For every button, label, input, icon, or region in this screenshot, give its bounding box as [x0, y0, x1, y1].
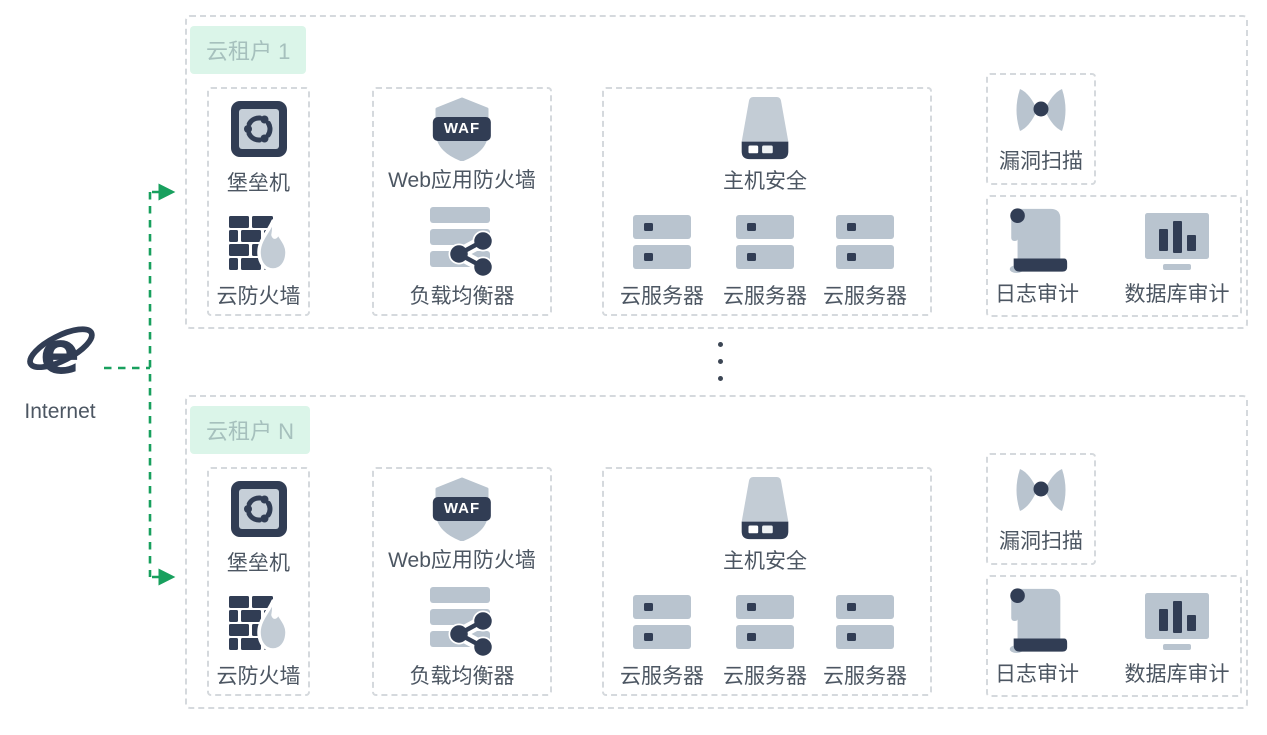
- db-audit-node: 数据库审计: [1112, 213, 1242, 307]
- cloud-firewall-node: 云防火墙: [207, 215, 310, 309]
- tenant-n-title: 云租户 N: [190, 406, 311, 454]
- cloud-server-label: 云服务器: [823, 285, 907, 308]
- log-scroll-icon: [1005, 205, 1069, 275]
- internet-label: Internet: [24, 400, 96, 423]
- waf-badge: WAF: [432, 117, 492, 141]
- waf-lb-group: [372, 467, 552, 696]
- internet-explorer-icon: [22, 316, 98, 388]
- load-balancer-icon: [428, 207, 496, 277]
- vuln-scan-node: 漏洞扫描: [986, 84, 1096, 174]
- bastion-label: 堡垒机: [227, 172, 290, 195]
- host-security-node: 主机安全: [680, 95, 850, 194]
- audit-group: [986, 195, 1242, 317]
- host-security-label: 主机安全: [723, 550, 807, 573]
- waf-label: Web应用防火墙: [388, 549, 536, 572]
- log-audit-node: 日志审计: [986, 205, 1088, 307]
- cloud-server-label: 云服务器: [723, 285, 807, 308]
- vulnerability-scan-icon: [1013, 84, 1069, 136]
- host-security-group: [602, 87, 932, 316]
- cloud-server-label: 云服务器: [620, 665, 704, 688]
- vuln-scan-node: 漏洞扫描: [986, 464, 1096, 554]
- host-security-node: 主机安全: [680, 475, 850, 574]
- bastion-label: 堡垒机: [227, 552, 290, 575]
- host-security-icon: [738, 95, 792, 163]
- more-tenants-ellipsis: [718, 342, 723, 381]
- cloud-server-node: 云服务器: [713, 215, 817, 309]
- tenant-1-box: 云租户 1 堡垒机 云防火墙 WAF Web应用防火墙 负载均衡器 主机安全: [185, 15, 1248, 329]
- log-audit-label: 日志审计: [995, 283, 1079, 306]
- cloud-server-icon: [836, 595, 894, 649]
- load-balancer-node: 负载均衡器: [372, 587, 552, 689]
- load-balancer-label: 负载均衡器: [409, 285, 515, 308]
- cloud-server-icon: [836, 215, 894, 269]
- cloud-server-label: 云服务器: [723, 665, 807, 688]
- bastion-host-icon: [231, 481, 287, 537]
- vulnerability-scan-icon: [1013, 464, 1069, 516]
- cloud-server-node: 云服务器: [713, 595, 817, 689]
- internet-node: Internet: [8, 316, 112, 424]
- cloud-server-icon: [633, 215, 691, 269]
- bastion-host-icon: [231, 101, 287, 157]
- log-scroll-icon: [1005, 585, 1069, 655]
- cloud-server-node: 云服务器: [813, 595, 917, 689]
- vuln-scan-label: 漏洞扫描: [999, 150, 1083, 173]
- waf-node: WAF Web应用防火墙: [372, 477, 552, 573]
- waf-lb-group: [372, 87, 552, 316]
- cloud-server-icon: [736, 215, 794, 269]
- db-audit-chart-icon: [1144, 213, 1210, 273]
- audit-group: [986, 575, 1242, 697]
- vuln-scan-group: [986, 73, 1096, 185]
- db-audit-node: 数据库审计: [1112, 593, 1242, 687]
- tenant-n-box: 云租户 N 堡垒机 云防火墙 WAF Web应用防火墙 负载均衡器 主机安全: [185, 395, 1248, 709]
- cloud-server-icon: [633, 595, 691, 649]
- waf-label: Web应用防火墙: [388, 169, 536, 192]
- host-security-label: 主机安全: [723, 170, 807, 193]
- vuln-scan-label: 漏洞扫描: [999, 530, 1083, 553]
- db-audit-label: 数据库审计: [1124, 663, 1230, 686]
- cloud-server-label: 云服务器: [620, 285, 704, 308]
- cloud-server-node: 云服务器: [813, 215, 917, 309]
- cloud-server-node: 云服务器: [610, 215, 714, 309]
- vuln-scan-group: [986, 453, 1096, 565]
- log-audit-node: 日志审计: [986, 585, 1088, 687]
- cloud-server-label: 云服务器: [823, 665, 907, 688]
- cloud-server-node: 云服务器: [610, 595, 714, 689]
- waf-badge: WAF: [432, 497, 492, 521]
- firewall-icon: [229, 215, 289, 273]
- cloud-firewall-node: 云防火墙: [207, 595, 310, 689]
- cloud-firewall-label: 云防火墙: [216, 665, 301, 688]
- host-security-icon: [738, 475, 792, 543]
- db-audit-label: 数据库审计: [1124, 283, 1230, 306]
- cloud-firewall-label: 云防火墙: [216, 285, 301, 308]
- load-balancer-node: 负载均衡器: [372, 207, 552, 309]
- log-audit-label: 日志审计: [995, 663, 1079, 686]
- load-balancer-icon: [428, 587, 496, 657]
- tenant-1-title: 云租户 1: [190, 26, 307, 74]
- bastion-firewall-group: [207, 467, 310, 696]
- waf-node: WAF Web应用防火墙: [372, 97, 552, 193]
- bastion-firewall-group: [207, 87, 310, 316]
- bastion-node: 堡垒机: [207, 101, 310, 196]
- firewall-icon: [229, 595, 289, 653]
- cloud-server-icon: [736, 595, 794, 649]
- db-audit-chart-icon: [1144, 593, 1210, 653]
- bastion-node: 堡垒机: [207, 481, 310, 576]
- load-balancer-label: 负载均衡器: [409, 665, 515, 688]
- host-security-group: [602, 467, 932, 696]
